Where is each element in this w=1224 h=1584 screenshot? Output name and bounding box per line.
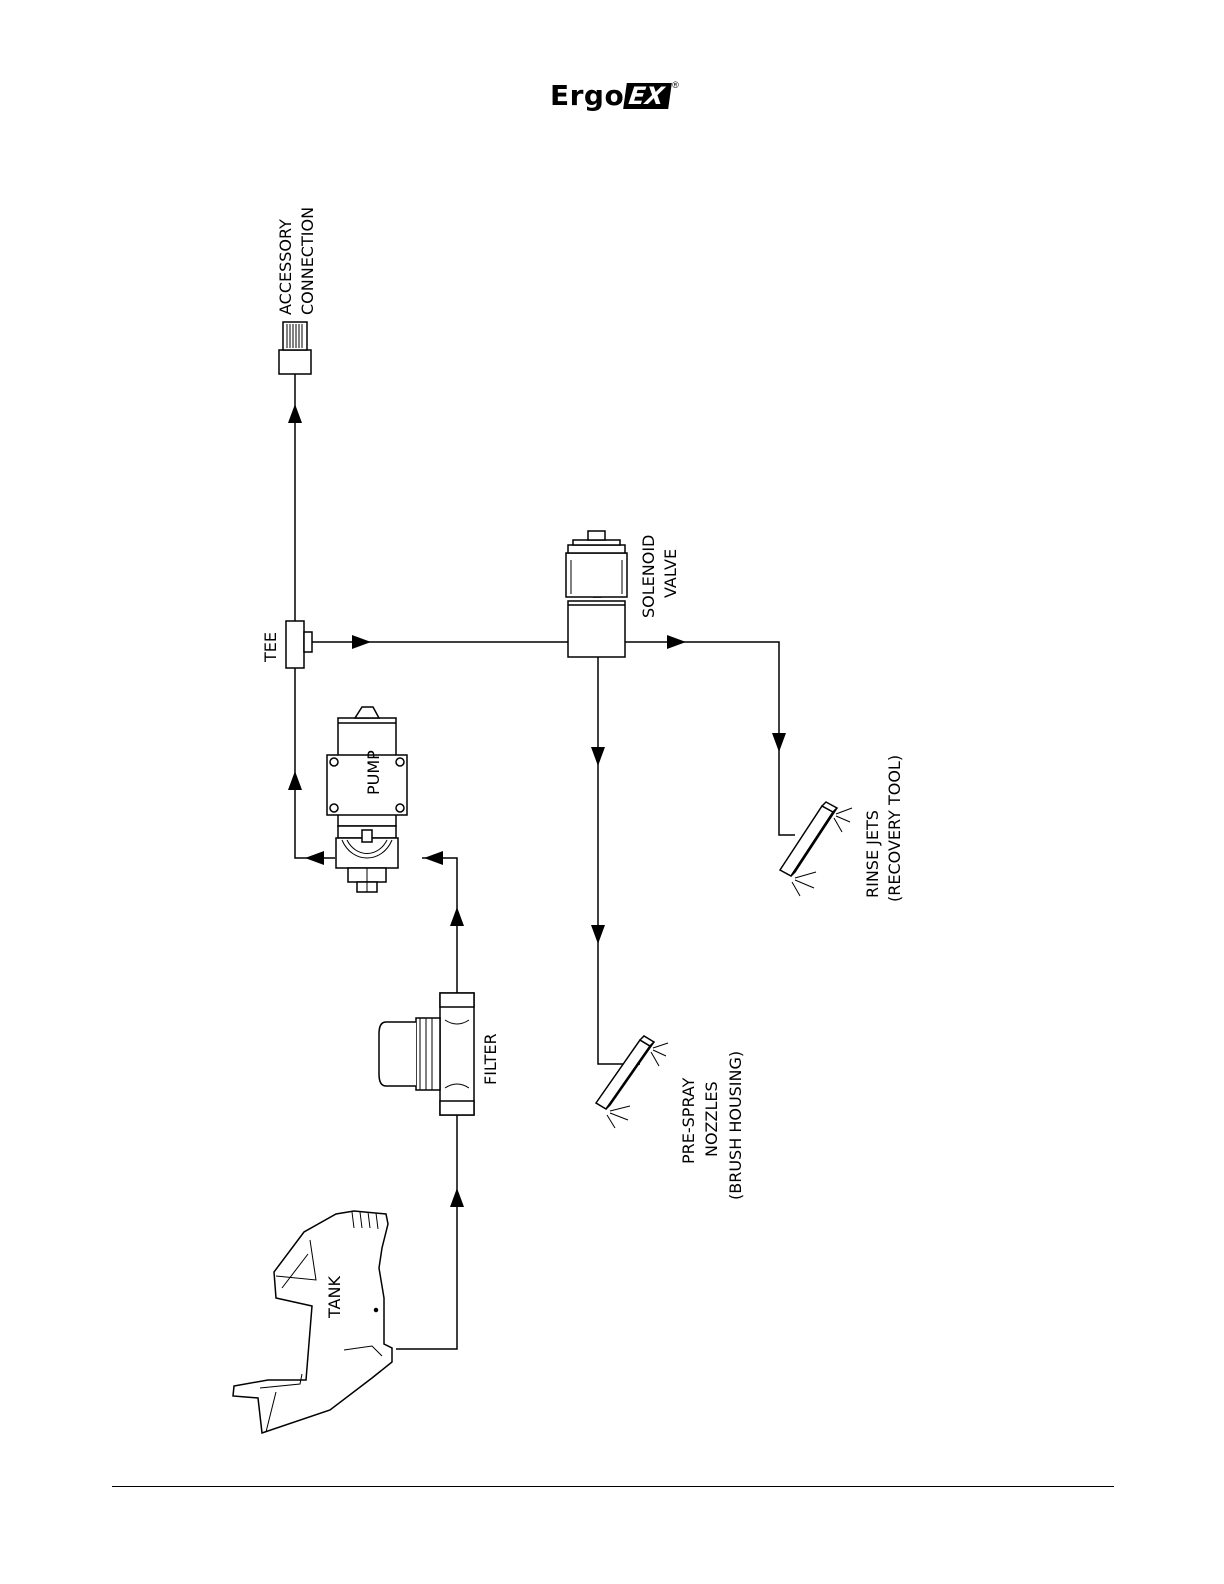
label-rinse-1: RINSE JETS — [863, 810, 882, 898]
rinse-jets-tool — [780, 802, 852, 896]
label-solenoid-2: VALVE — [661, 549, 680, 598]
label-prespray-1: PRE-SPRAY — [679, 1077, 698, 1164]
accessory-connection — [279, 322, 311, 374]
line-solenoid-to-rinse — [625, 642, 795, 835]
label-filter: FILTER — [481, 1033, 500, 1085]
arrow-down-icon — [591, 747, 605, 766]
label-rinse-2: (RECOVERY TOOL) — [885, 755, 904, 902]
arrow-up-icon — [288, 771, 302, 790]
arrow-down-icon — [772, 733, 786, 752]
tank — [233, 1211, 392, 1433]
arrow-down-icon — [591, 925, 605, 944]
label-accessory-1: ACCESSORY — [276, 219, 295, 315]
footer-rule — [112, 1486, 1114, 1487]
arrow-up-icon — [288, 404, 302, 423]
label-prespray-3: (BRUSH HOUSING) — [726, 1051, 745, 1200]
arrow-right-icon — [667, 635, 686, 649]
line-tank-to-filter — [396, 1113, 457, 1349]
pump — [327, 707, 407, 892]
line-solenoid-to-prespray — [598, 657, 640, 1064]
arrow-up-icon — [450, 1188, 464, 1207]
pre-spray-nozzles — [596, 1036, 668, 1128]
arrow-left-icon — [305, 851, 324, 865]
label-tank: TANK — [325, 1276, 344, 1319]
arrow-up-icon — [450, 907, 464, 926]
filter — [379, 993, 474, 1115]
label-tee: TEE — [261, 632, 280, 663]
label-prespray-2: NOZZLES — [702, 1081, 721, 1157]
tee-fitting — [286, 621, 312, 668]
solenoid-valve — [566, 531, 627, 657]
arrow-left-icon — [424, 851, 443, 865]
arrow-right-icon — [352, 635, 371, 649]
label-solenoid-1: SOLENOID — [639, 535, 658, 618]
label-pump: PUMP — [364, 750, 383, 795]
label-accessory-2: CONNECTION — [298, 207, 317, 315]
line-filter-to-pump — [422, 858, 457, 1000]
